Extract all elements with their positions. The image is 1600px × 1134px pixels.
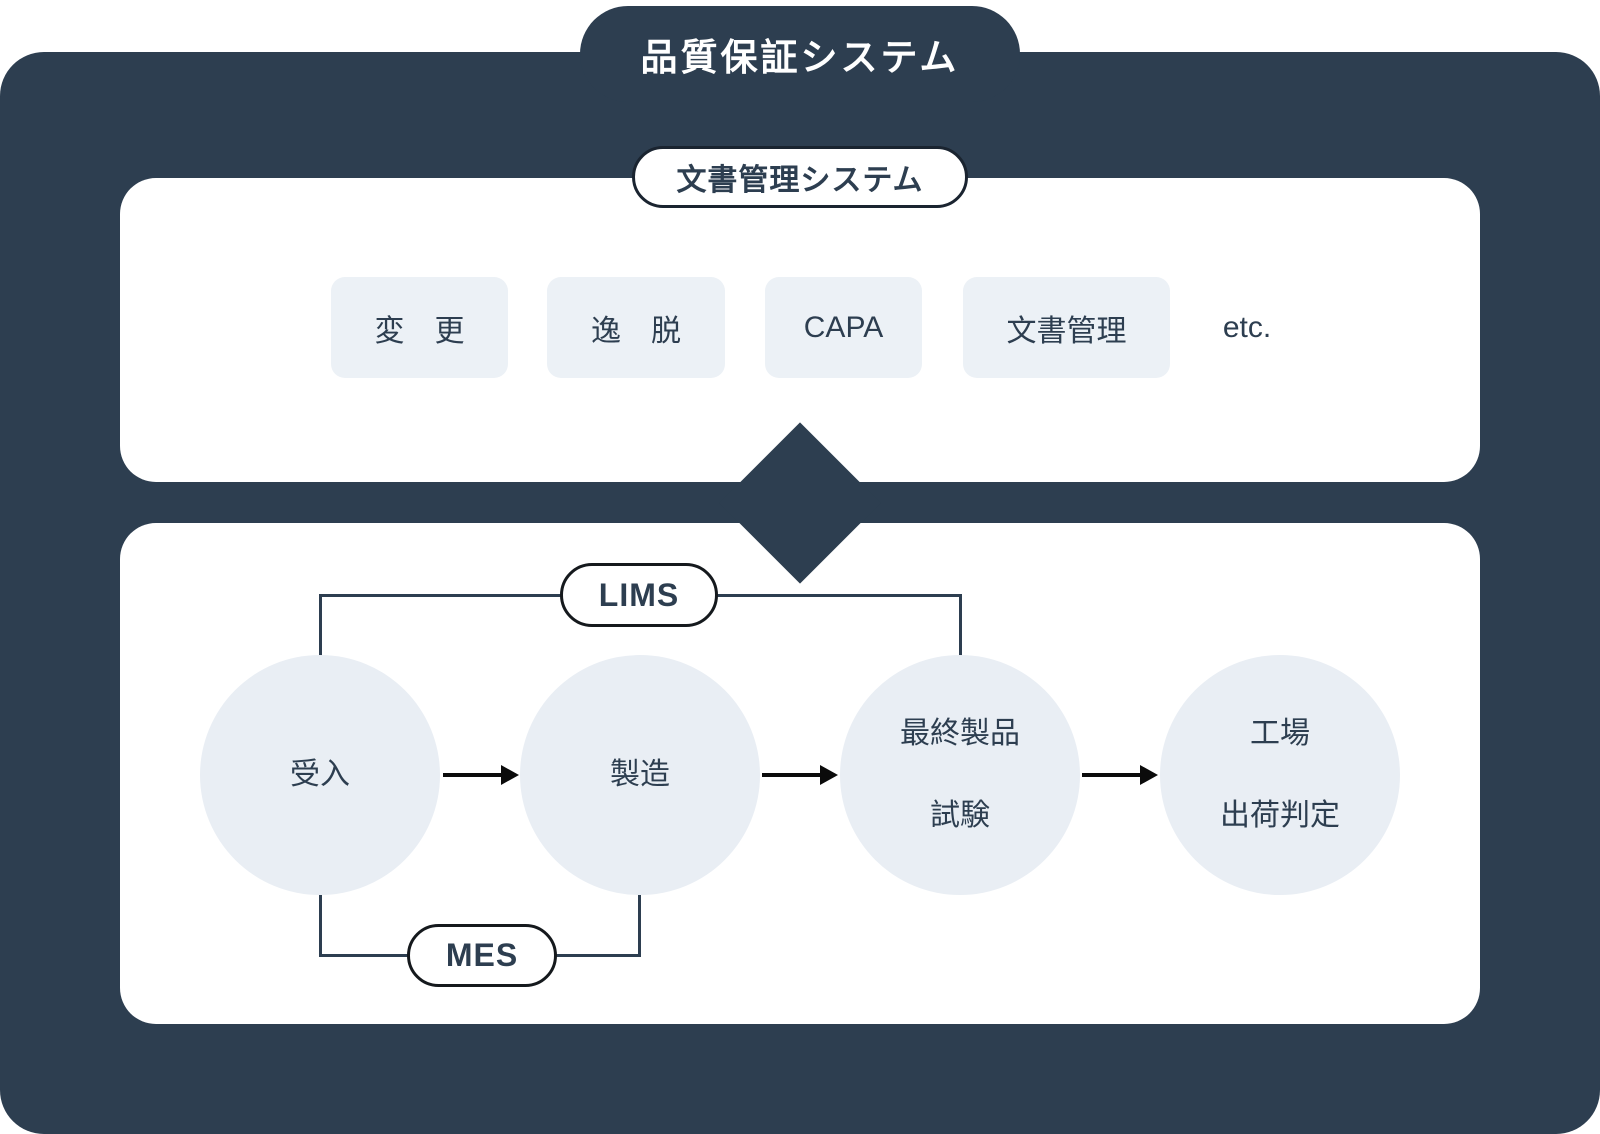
- etc-label: etc.: [1222, 310, 1272, 344]
- step-final-testing-label-line2: 試験: [930, 799, 990, 832]
- doc-item-change-label: 変 更: [374, 314, 465, 348]
- step-shipment-label-line1: 工場: [1250, 717, 1310, 750]
- step-circle-manufacturing: 製造: [520, 655, 760, 895]
- arrow-manufacturing-to-testing: [762, 765, 838, 785]
- arrow-shaft: [762, 773, 820, 777]
- arrow-head-icon: [501, 765, 519, 785]
- document-system-label-pill: 文書管理システム: [632, 146, 968, 208]
- lims-connector-left-vertical: [319, 594, 322, 658]
- step-receiving-label: 受入: [290, 758, 350, 791]
- mes-label: MES: [445, 937, 519, 973]
- step-circle-final-product-testing: 最終製品 試験: [840, 655, 1080, 895]
- doc-item-deviation: 逸 脱: [547, 277, 725, 378]
- lims-label: LIMS: [598, 576, 680, 613]
- step-manufacturing-label: 製造: [610, 758, 670, 791]
- document-system-label: 文書管理システム: [676, 164, 924, 197]
- step-circle-receiving: 受入: [200, 655, 440, 895]
- arrow-testing-to-shipment: [1082, 765, 1158, 785]
- doc-item-document-control-label: 文書管理: [1006, 314, 1127, 348]
- doc-item-capa-label: CAPA: [803, 310, 884, 344]
- step-final-testing-label-line1: 最終製品: [900, 717, 1020, 750]
- step-shipment-label-line2: 出荷判定: [1220, 799, 1340, 832]
- arrow-shaft: [443, 773, 501, 777]
- arrow-head-icon: [1140, 765, 1158, 785]
- mes-connector-right-vertical: [638, 895, 641, 957]
- step-circle-factory-shipment-decision: 工場 出荷判定: [1160, 655, 1400, 895]
- mes-pill: MES: [407, 924, 557, 987]
- doc-item-document-control: 文書管理: [963, 277, 1170, 378]
- lims-pill: LIMS: [560, 563, 718, 627]
- arrow-head-icon: [820, 765, 838, 785]
- lims-connector-right-vertical: [959, 594, 962, 658]
- diagram-title-pill: 品質保証システム: [580, 6, 1020, 102]
- mes-connector-left-vertical: [319, 895, 322, 957]
- doc-item-change: 変 更: [331, 277, 508, 378]
- doc-item-capa: CAPA: [765, 277, 922, 378]
- doc-item-deviation-label: 逸 脱: [591, 314, 681, 348]
- arrow-receiving-to-manufacturing: [443, 765, 519, 785]
- arrow-shaft: [1082, 773, 1140, 777]
- diagram-title: 品質保証システム: [640, 37, 960, 78]
